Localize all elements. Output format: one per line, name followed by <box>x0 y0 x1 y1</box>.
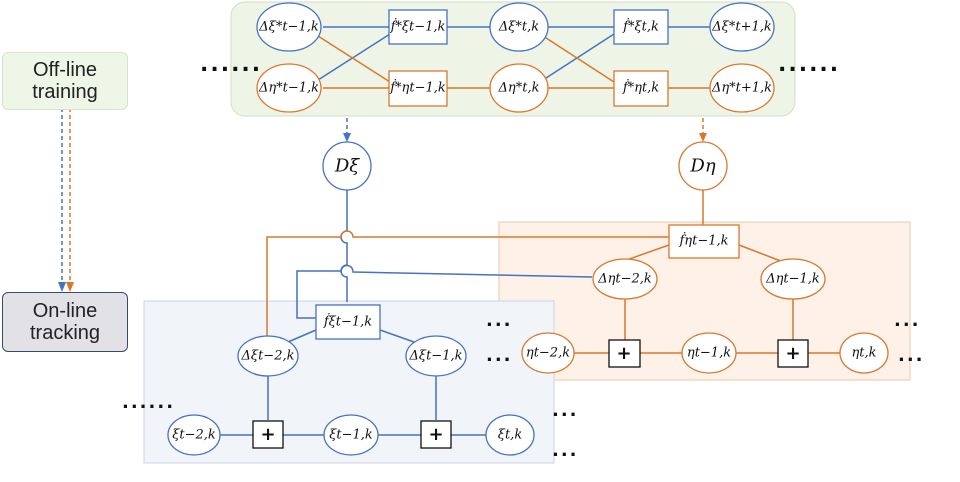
node-feta-star-tm1 <box>388 70 448 107</box>
offline-training-box: Off-line training <box>2 52 128 110</box>
label-feta-star-t: ḟ*ηt,k <box>622 80 660 96</box>
label-feta-star-tm1: ḟ*ηt−1,k <box>390 80 446 96</box>
node-fxi-tm1 <box>315 304 381 340</box>
ellipsis-bottom-left: ...... <box>122 392 176 413</box>
plus-eta-2-symbol: + <box>785 343 801 365</box>
node-xi-tm2 <box>167 414 221 456</box>
node-fxi-star-tm1 <box>388 9 448 45</box>
label-deta-tm2: Δηt−2,k <box>598 271 652 287</box>
label-d-eta: Dη <box>690 155 716 177</box>
ellipsis-xi-end-1: ... <box>552 400 579 421</box>
node-eta-t <box>839 332 889 374</box>
label-fxi-tm1: ḟξt−1,k <box>323 314 373 330</box>
label-deta-tm1: Δηt−1,k <box>766 271 820 287</box>
label-xi-tm1: ξt−1,k <box>329 427 373 443</box>
online-tracking-box: On-line tracking <box>2 292 128 352</box>
label-eta-t: ηt,k <box>851 345 877 361</box>
label-dxi-star-t: Δξ*t,k <box>498 19 540 35</box>
label-d-xi: Dξ <box>334 155 360 177</box>
node-fxi-star-t <box>613 9 669 45</box>
plus-eta-2 <box>777 339 809 368</box>
plus-xi-1-symbol: + <box>260 424 276 446</box>
label-fxi-star-t: ḟ*ξt,k <box>623 19 659 35</box>
node-eta-tm1 <box>681 332 737 374</box>
ellipsis-xi-mid-1: ... <box>486 310 513 331</box>
label-deta-star-tp1: Δη*t+1,k <box>711 80 773 96</box>
node-d-xi <box>322 141 372 191</box>
node-dxi-star-t <box>489 2 549 52</box>
ellipsis-eta-end-1: ... <box>894 310 921 331</box>
node-feta-star-t <box>613 70 669 107</box>
label-xi-tm2: ξt−2,k <box>172 427 216 443</box>
label-deta-star-t: Δη*t,k <box>498 80 540 96</box>
ellipsis-top-right: ...... <box>778 52 841 77</box>
node-deta-star-tm1 <box>256 63 322 113</box>
node-dxi-tm1 <box>405 335 467 377</box>
plus-xi-2-symbol: + <box>428 424 444 446</box>
node-dxi-star-tm1 <box>256 2 322 52</box>
node-xi-tm1 <box>323 414 379 456</box>
ellipsis-xi-mid-2: ... <box>486 345 513 366</box>
label-feta-tm1: ḟηt−1,k <box>679 233 729 249</box>
label-dxi-tm1: Δξt−1,k <box>409 348 463 364</box>
node-deta-star-t <box>489 63 549 113</box>
label-dxi-star-tp1: Δξ*t+1,k <box>712 19 772 35</box>
node-dxi-tm2 <box>237 335 299 377</box>
node-deta-tm1 <box>760 258 826 300</box>
plus-xi-1 <box>252 420 284 449</box>
ellipsis-xi-end-2: ... <box>552 440 579 461</box>
node-xi-t <box>485 414 535 456</box>
node-d-eta <box>678 141 728 191</box>
plus-eta-1-symbol: + <box>616 343 632 365</box>
label-fxi-star-tm1: ḟ*ξt−1,k <box>390 19 446 35</box>
offline-label-line2: training <box>32 81 98 103</box>
ellipsis-top-left: ...... <box>200 52 263 77</box>
label-dxi-star-tm1: Δξ*t−1,k <box>259 19 319 35</box>
plus-eta-1 <box>608 339 641 368</box>
node-eta-tm2 <box>521 332 575 374</box>
online-label-line1: On-line <box>32 300 98 322</box>
label-xi-t: ξt,k <box>497 427 523 443</box>
label-dxi-tm2: Δξt−2,k <box>241 348 295 364</box>
label-eta-tm2: ηt−2,k <box>525 345 571 361</box>
node-deta-star-tp1 <box>709 63 775 113</box>
ellipsis-eta-end-2: ... <box>898 345 925 366</box>
online-label-line2: tracking <box>29 322 101 344</box>
node-feta-tm1 <box>668 224 740 259</box>
plus-xi-2 <box>420 420 452 449</box>
node-deta-tm2 <box>592 258 658 300</box>
node-dxi-star-tp1 <box>709 2 775 52</box>
label-deta-star-tm1: Δη*t−1,k <box>258 80 320 96</box>
offline-label-line1: Off-line <box>32 59 98 81</box>
label-eta-tm1: ηt−1,k <box>686 345 732 361</box>
